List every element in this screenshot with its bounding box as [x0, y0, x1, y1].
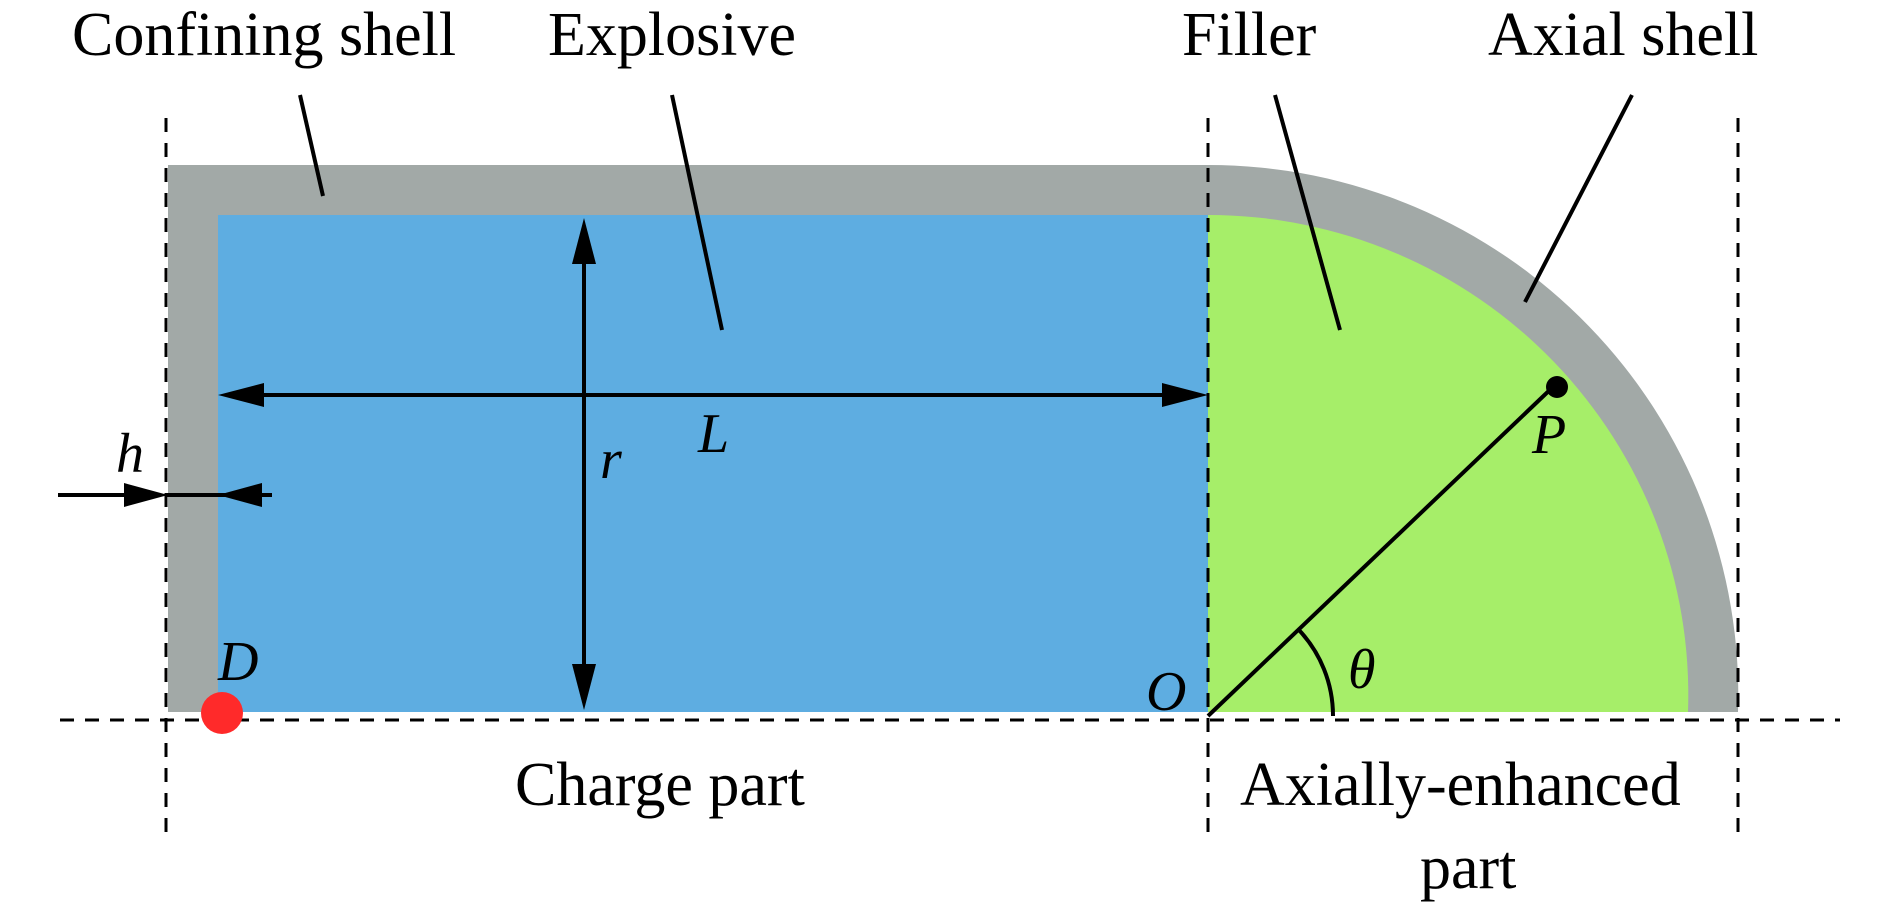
filler-label: Filler: [1182, 1, 1317, 69]
axial-shell-label: Axial shell: [1488, 1, 1758, 69]
theta-angle-arc: [1296, 627, 1336, 717]
radius-arrowhead-bottom: [572, 664, 596, 710]
radius-arrowhead-top: [572, 218, 596, 264]
symbol-h: h: [116, 423, 144, 485]
symbol-L: L: [697, 403, 729, 465]
thickness-arrowhead-right: [218, 483, 262, 507]
initiation-point-d-marker: [201, 692, 243, 734]
axially-enhanced-part-label-line1: Axially-enhanced: [1240, 751, 1681, 819]
confining-shell-label: Confining shell: [72, 1, 456, 69]
confining-shell-leader: [298, 94, 325, 197]
charge-part-label: Charge part: [515, 751, 805, 819]
point-p-marker: [1546, 376, 1568, 398]
symbol-r: r: [600, 429, 622, 491]
filler-region: [1208, 214, 1689, 712]
op-line: [1206, 383, 1557, 718]
explosive-label: Explosive: [548, 1, 796, 69]
axially-enhanced-part-label-line2: part: [1420, 834, 1516, 902]
symbol-O: O: [1146, 661, 1186, 723]
symbol-P: P: [1531, 404, 1566, 466]
thickness-arrowhead-left: [124, 483, 168, 507]
axial-shell-leader: [1523, 94, 1634, 303]
filler-leader: [1273, 94, 1342, 331]
length-arrowhead-left: [218, 383, 264, 407]
length-arrowhead-right: [1162, 383, 1208, 407]
symbol-theta: θ: [1348, 639, 1376, 701]
explosive-leader: [670, 94, 724, 331]
explosive-region: [218, 215, 1208, 712]
symbol-D: D: [217, 631, 258, 693]
